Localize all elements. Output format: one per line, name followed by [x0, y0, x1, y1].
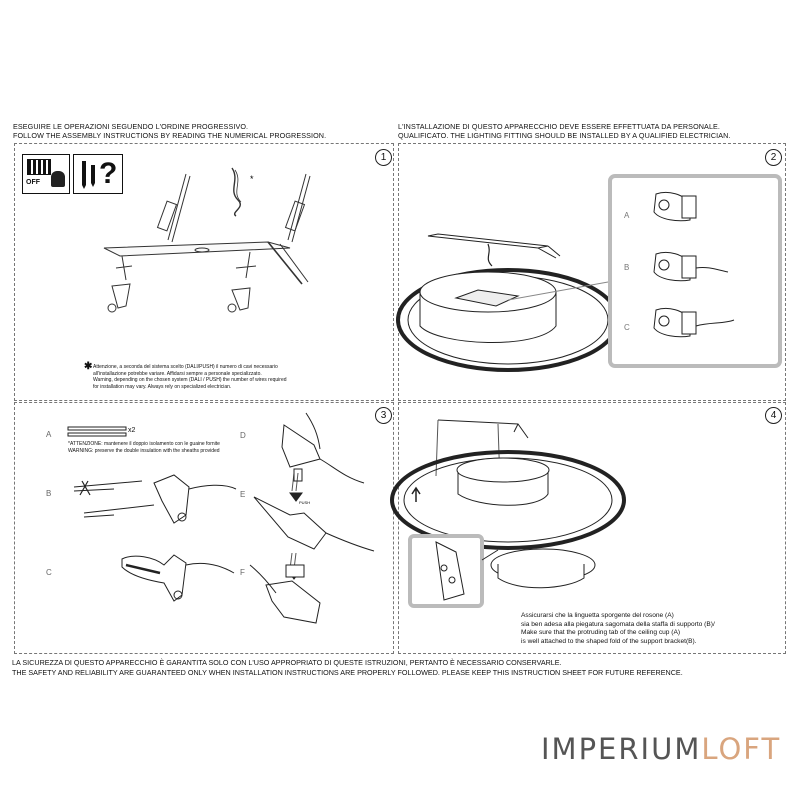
note-line: Make sure that the protruding tab of the…	[521, 629, 681, 637]
step-number-1: 1	[375, 149, 392, 166]
warning-asterisk-icon: ✱	[84, 361, 93, 372]
note-line: is well attached to the shaped fold of t…	[521, 637, 697, 645]
step-4-panel	[398, 402, 786, 654]
brand-part-2: LOFT	[701, 732, 782, 766]
step-3-illustration: PUSH	[67, 412, 375, 624]
step-4-note: Assicurarsi che la linguetta sporgente d…	[521, 612, 715, 646]
off-label: OFF	[26, 179, 40, 186]
sheath-quantity: x2	[128, 427, 136, 434]
step-3-label-a: A	[46, 430, 52, 439]
step-3-label-c: C	[46, 568, 52, 577]
step-number-2: 2	[765, 149, 782, 166]
step-1-illustration: *	[103, 167, 311, 313]
step-number-3: 3	[375, 407, 392, 424]
step-3-label-f: F	[240, 568, 245, 577]
step-2-illustration: A B C	[396, 174, 782, 372]
question-mark: ?	[99, 157, 118, 190]
power-off-icon: OFF	[22, 154, 70, 194]
footer-line: THE SAFETY AND RELIABILITY ARE GUARANTEE…	[12, 668, 683, 677]
step-3-label-e: E	[240, 490, 246, 499]
sheath-note: *ATTENZIONE: mantenere il doppio isolame…	[68, 441, 220, 454]
sheath-note-line: WARNING: preserve the double insulation …	[68, 447, 220, 454]
brand-part-1: IMPERIUM	[541, 732, 702, 766]
warning-line: Warning, depending on the chosen system …	[93, 377, 287, 383]
header-right: L'INSTALLAZIONE DI QUESTO APPARECCHIO DE…	[398, 122, 731, 140]
step-2-label-c: C	[624, 323, 630, 332]
asterisk-mark: *	[250, 174, 254, 184]
step-3-panel	[14, 402, 394, 654]
safety-footer: LA SICUREZZA DI QUESTO APPARECCHIO È GAR…	[12, 658, 683, 678]
warning-line: for installation may vary. Always rely o…	[93, 383, 232, 390]
header-left-line: ESEGUIRE LE OPERAZIONI SEGUENDO L'ORDINE…	[13, 122, 249, 131]
footer-line: LA SICUREZZA DI QUESTO APPARECCHIO È GAR…	[12, 658, 562, 667]
push-label: PUSH	[299, 500, 310, 505]
step-number-4: 4	[765, 407, 782, 424]
note-line: Assicurarsi che la linguetta sporgente d…	[521, 612, 674, 619]
sheath-note-line: *ATTENZIONE: mantenere il doppio isolame…	[68, 441, 220, 447]
step-1-warning: Attenzione, a seconda del sistema scelto…	[93, 364, 287, 390]
header-left: ESEGUIRE LE OPERAZIONI SEGUENDO L'ORDINE…	[13, 122, 326, 140]
step-2-label-a: A	[624, 211, 630, 220]
header-right-line: L'INSTALLAZIONE DI QUESTO APPARECCHIO DE…	[398, 122, 721, 131]
note-line: sia ben adesa alla piegatura sagomata de…	[521, 620, 715, 628]
warning-line: all'installazione potrebbe variare. Affi…	[93, 370, 262, 377]
tools-icon: ?	[73, 154, 123, 194]
step-3-label-d: D	[240, 431, 246, 440]
step-2-label-b: B	[624, 263, 629, 272]
step-3-label-b: B	[46, 489, 52, 498]
step-1-panel	[14, 143, 394, 401]
brand-logo: IMPERIUMLOFT	[541, 732, 781, 766]
header-right-line: QUALIFICATO. THE LIGHTING FITTING SHOULD…	[398, 131, 731, 140]
step-4-illustration	[390, 419, 626, 608]
warning-line: Attenzione, a seconda del sistema scelto…	[93, 364, 278, 370]
header-left-line: FOLLOW THE ASSEMBLY INSTRUCTIONS BY READ…	[13, 131, 327, 140]
step-2-panel	[398, 143, 786, 401]
